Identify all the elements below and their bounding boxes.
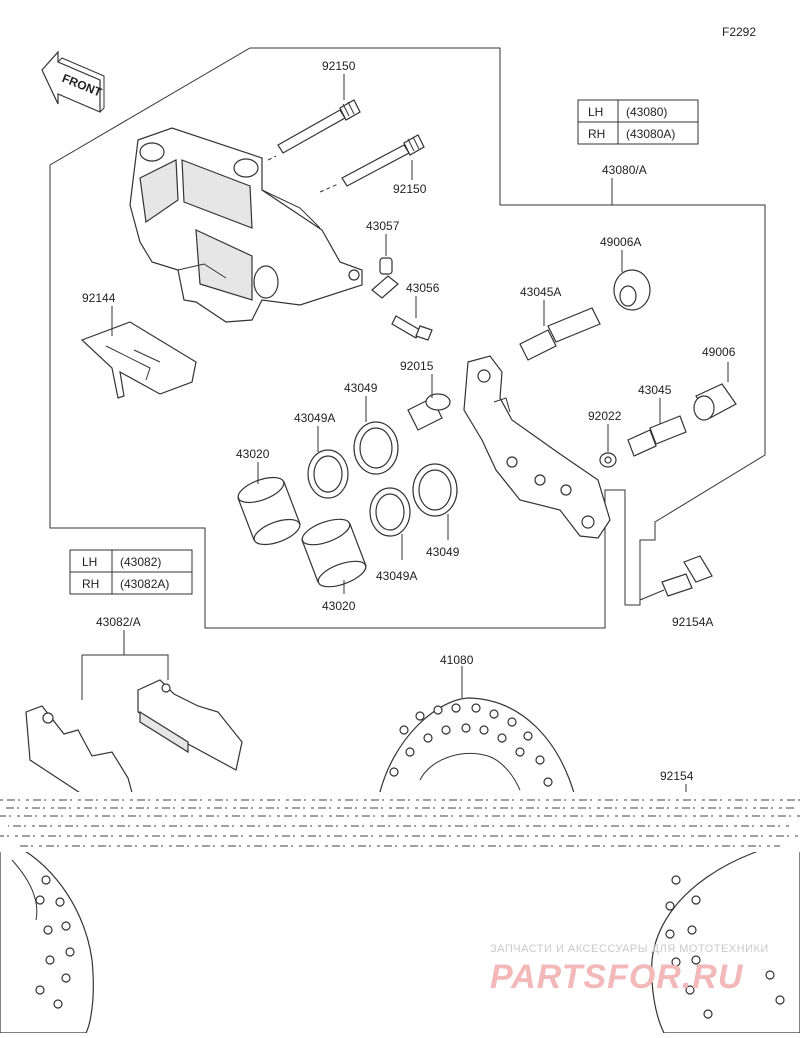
label-43049A-lower: 43049A [376, 569, 417, 583]
label-92015: 92015 [400, 359, 434, 373]
label-49006: 49006 [702, 345, 736, 359]
pin-92150-upper [267, 99, 361, 161]
brake-disc-lower-right [651, 839, 800, 1034]
pin-92150-lower [319, 134, 425, 193]
bleeder-valve-43056 [391, 315, 433, 341]
seal-43049-lower [412, 463, 458, 517]
boot-49006 [693, 383, 737, 421]
caliper-table-rh-side: RH [588, 127, 605, 141]
bolt-92154A [661, 555, 713, 597]
brake-pad-right [137, 679, 243, 771]
label-92144: 92144 [82, 291, 116, 305]
label-92022: 92022 [588, 409, 622, 423]
watermark-brand: PARTSFOR.RU [490, 958, 744, 996]
seal-43049A-lower [369, 487, 411, 537]
pads-side-table: LH (43082) RH (43082A) [69, 549, 193, 595]
pads-table-lh-side: LH [82, 555, 97, 569]
pads-table-rh-code: (43082A) [120, 577, 169, 591]
leader-lines [81, 74, 729, 800]
disc-holes [389, 703, 553, 787]
label-43020-lower: 43020 [322, 599, 356, 613]
label-49006A: 49006A [600, 235, 641, 249]
caliper-side-table: LH (43080) RH (43080A) [577, 99, 699, 145]
seal-43049A-upper [307, 449, 349, 499]
pad-spring-92144 [80, 321, 197, 399]
label-43082A: 43082/A [96, 615, 141, 629]
pin-43045 [627, 415, 687, 457]
label-43056: 43056 [406, 281, 440, 295]
label-41080: 41080 [440, 653, 474, 667]
caliper-body [129, 127, 363, 323]
label-43045: 43045 [638, 383, 672, 397]
caliper-assembly-outline [49, 47, 766, 629]
label-92154A: 92154A [672, 615, 713, 629]
scan-noise-band [0, 792, 800, 852]
label-43049A-upper: 43049A [294, 411, 335, 425]
pads-table-lh-code: (43082) [120, 555, 161, 569]
brake-disc-lower-left [0, 839, 94, 1034]
label-43020-upper: 43020 [236, 447, 270, 461]
washer-92022 [599, 452, 617, 468]
label-43049-upper: 43049 [344, 381, 378, 395]
label-43057: 43057 [366, 219, 400, 233]
pads-table-rh-side: RH [82, 577, 99, 591]
bleeder-cap-43057 [371, 257, 399, 299]
pin-43045A [519, 307, 601, 361]
figure-code: F2292 [722, 25, 756, 39]
piston-43020-upper [237, 476, 301, 546]
caliper-bracket [463, 355, 611, 539]
boot-49006A [613, 269, 651, 311]
label-43049-lower: 43049 [426, 545, 460, 559]
front-arrow-icon: FRONT [41, 50, 105, 113]
watermark-tagline: ЗАПЧАСТИ И АКСЕССУАРЫ ДЛЯ МОТОТЕХНИКИ [490, 943, 769, 955]
brake-disc-41080 [377, 697, 577, 801]
brake-pad-left [25, 705, 135, 807]
caliper-table-rh-code: (43080A) [626, 127, 675, 141]
caliper-table-lh-side: LH [588, 105, 603, 119]
seal-43049-upper [353, 421, 399, 475]
label-43080A: 43080/A [602, 163, 647, 177]
bushing-92015 [407, 393, 451, 431]
caliper-table-lh-code: (43080) [626, 105, 667, 119]
label-92154: 92154 [660, 769, 694, 783]
label-92150-lower: 92150 [393, 182, 427, 196]
label-43045A: 43045A [520, 285, 561, 299]
piston-43020-lower [301, 518, 367, 588]
label-92150-upper: 92150 [322, 59, 356, 73]
